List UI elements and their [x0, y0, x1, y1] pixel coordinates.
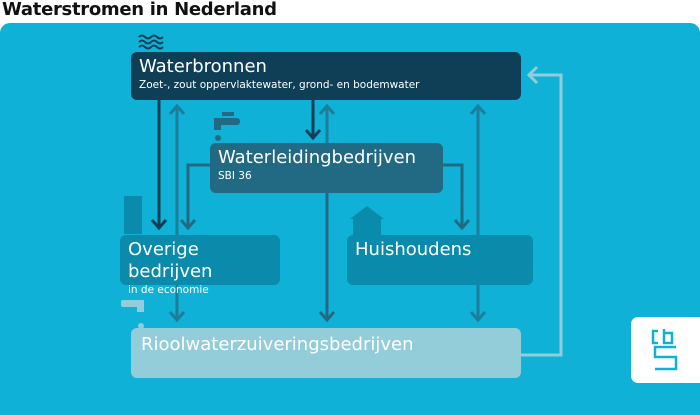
- node-label: Huishoudens: [355, 239, 472, 260]
- cbs-logo: [631, 317, 700, 383]
- waves-icon: [138, 34, 164, 50]
- tap-small-icon: [121, 300, 144, 329]
- node-huishoudens: Huishoudens: [347, 235, 533, 285]
- arrow-waterleiding-to-waterbronnen: [318, 103, 336, 143]
- pipe-riool-to-waterbronnen: [521, 65, 563, 357]
- building-icon: [124, 196, 142, 234]
- node-sublabel: Zoet-, zout oppervlaktewater, grond- en …: [139, 79, 420, 91]
- arrow-overige-to-waterbronnen: [168, 103, 186, 235]
- page-title: Waterstromen in Nederland: [2, 0, 277, 20]
- arrow-waterbronnen-to-waterleiding: [304, 100, 322, 141]
- node-label: Rioolwaterzuiveringsbedrijven: [141, 334, 414, 355]
- cbs-logo-icon: [651, 329, 678, 371]
- node-label: Waterbronnen: [139, 56, 267, 77]
- node-label: Waterleidingbedrijven: [218, 147, 417, 168]
- tap-icon: [214, 112, 240, 141]
- arrow-huishoudens-to-riool: [469, 285, 487, 323]
- node-waterleidingbedrijven: Waterleidingbedrijven SBI 36: [210, 143, 443, 193]
- node-overige-bedrijven: Overige bedrijven in de economie: [120, 235, 280, 296]
- house-icon: [350, 206, 384, 235]
- node-rioolwaterzuivering: Rioolwaterzuiveringsbedrijven: [131, 328, 521, 378]
- node-waterbronnen: Waterbronnen Zoet-, zout oppervlaktewate…: [131, 52, 521, 100]
- arrow-overige-to-riool: [168, 285, 186, 323]
- node-label: Overige bedrijven: [128, 239, 213, 282]
- node-sublabel: in de economie: [128, 284, 209, 296]
- node-sublabel: SBI 36: [218, 170, 252, 182]
- arrow-waterbronnen-to-overige: [150, 100, 168, 231]
- pipe-waterleiding-to-overige: [179, 163, 210, 231]
- arrow-huishoudens-to-waterbronnen: [469, 103, 487, 235]
- pipe-waterleiding-to-huishoudens: [443, 163, 471, 231]
- arrow-waterleiding-to-riool: [318, 193, 336, 323]
